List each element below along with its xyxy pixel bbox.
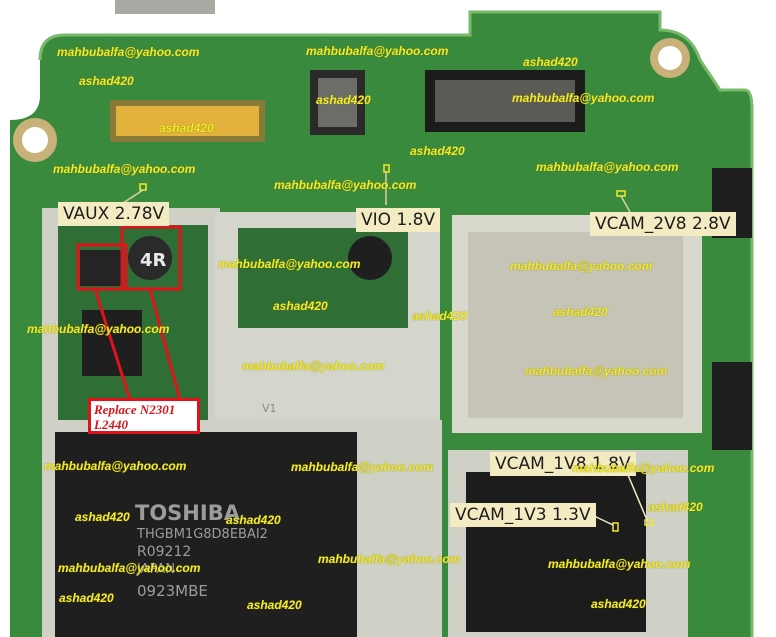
inductor-center — [348, 236, 392, 280]
svg-text:R09212: R09212 — [137, 544, 191, 560]
repair-note-line2: L2440 — [94, 417, 128, 432]
watermark-email: mahbubalfa@yahoo.com — [58, 561, 201, 575]
watermark-email: mahbubalfa@yahoo.com — [44, 459, 187, 473]
watermark-handle: ashad420 — [412, 309, 467, 323]
watermark-email: mahbubalfa@yahoo.com — [548, 557, 691, 571]
watermark-email: mahbubalfa@yahoo.com — [510, 259, 653, 273]
watermark-handle: ashad420 — [226, 513, 281, 527]
camera-chip — [466, 472, 646, 632]
watermark-email: mahbubalfa@yahoo.com — [27, 322, 170, 336]
test-point-vcam1v3 — [612, 522, 619, 532]
svg-text:V1: V1 — [262, 402, 277, 415]
svg-text:0923MBE: 0923MBE — [137, 582, 208, 600]
watermark-handle: ashad420 — [553, 305, 608, 319]
repair-note: Replace N2301 L2440 — [88, 398, 200, 434]
watermark-email: mahbubalfa@yahoo.com — [53, 162, 196, 176]
watermark-email: mahbubalfa@yahoo.com — [512, 91, 655, 105]
svg-text:4R: 4R — [140, 250, 167, 271]
ic-n2301 — [80, 250, 122, 286]
watermark-email: mahbubalfa@yahoo.com — [306, 44, 449, 58]
label-vcam-1v3: VCAM_1V3 1.3V — [450, 503, 596, 527]
watermark-handle: ashad420 — [59, 591, 114, 605]
inductor-l2440 — [128, 236, 172, 280]
toshiba-memory-chip — [55, 432, 357, 637]
test-point-vcam1v8 — [644, 519, 654, 526]
label-vio: VIO 1.8V — [356, 208, 441, 232]
watermark-handle: ashad420 — [75, 510, 130, 524]
leader-line-2 — [148, 288, 182, 401]
watermark-email: mahbubalfa@yahoo.com — [274, 178, 417, 192]
leader-line-1 — [93, 288, 132, 401]
pcb-edge-highlight — [38, 10, 754, 637]
watermark-email: mahbubalfa@yahoo.com — [572, 461, 715, 475]
svg-text:THGBM1G8D8EBAI2: THGBM1G8D8EBAI2 — [136, 527, 268, 542]
watermark-handle: ashad420 — [159, 121, 214, 135]
label-vcam-1v8: VCAM_1V8 1.8V — [490, 452, 636, 476]
toshiba-brand-text: TOSHIBA — [135, 501, 241, 525]
watermark-handle: ashad420 — [648, 500, 703, 514]
watermark-handle: ashad420 — [523, 55, 578, 69]
watermark-email: mahbubalfa@yahoo.com — [536, 160, 679, 174]
watermark-handle: ashad420 — [273, 299, 328, 313]
label-vaux: VAUX 2.78V — [58, 202, 170, 226]
repair-note-line1: Replace N2301 — [94, 402, 176, 417]
watermark-handle: ashad420 — [247, 598, 302, 612]
watermark-email: mahbubalfa@yahoo.com — [525, 364, 668, 378]
watermark-handle: ashad420 — [591, 597, 646, 611]
watermark-email: mahbubalfa@yahoo.com — [242, 359, 385, 373]
watermark-handle: ashad420 — [410, 144, 465, 158]
svg-text:JAPAN: JAPAN — [136, 562, 175, 577]
top-connector-stub — [115, 0, 215, 14]
watermark-email: mahbubalfa@yahoo.com — [318, 552, 461, 566]
label-vcam-2v8: VCAM_2V8 2.8V — [590, 212, 736, 236]
side-switch-bottom — [712, 362, 752, 450]
watermark-email: mahbubalfa@yahoo.com — [291, 460, 434, 474]
watermark-handle: ashad420 — [316, 93, 371, 107]
watermark-email: mahbubalfa@yahoo.com — [57, 45, 200, 59]
watermark-email: mahbubalfa@yahoo.com — [218, 257, 361, 271]
watermark-handle: ashad420 — [79, 74, 134, 88]
highlight-n2301 — [76, 243, 128, 291]
